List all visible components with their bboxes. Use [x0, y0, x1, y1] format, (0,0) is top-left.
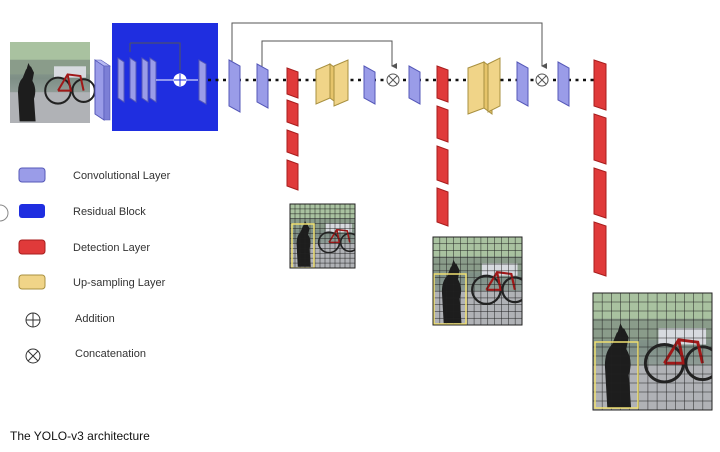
input-photo-icon [8, 40, 96, 125]
conv-layer [557, 61, 570, 107]
conv-layer [198, 59, 207, 105]
conv-layer [256, 63, 269, 109]
output-grid-photo-icon [290, 204, 355, 268]
times-circle-icon [386, 73, 400, 87]
detection-layer-scale-3 [593, 59, 607, 277]
legend-label-addition: Addition [75, 313, 115, 325]
conv-layer [94, 59, 111, 121]
plus-circle-icon [25, 312, 41, 328]
legend-swatch-upsample [18, 274, 46, 290]
diagram-caption: The YOLO-v3 architecture [10, 429, 150, 443]
times-circle-icon [535, 73, 549, 87]
edge-arc [0, 204, 9, 222]
legend-swatch-residual [19, 204, 45, 218]
legend-label-residual: Residual Block [73, 206, 146, 218]
legend-label-upsample: Up-sampling Layer [73, 277, 166, 289]
conv-layer [117, 57, 157, 103]
detection-layer-scale-1 [286, 67, 299, 191]
legend-swatch-detection [18, 239, 46, 255]
upsample-layer [467, 57, 501, 115]
legend: Convolutional Layer Residual Block Detec… [18, 167, 171, 364]
conv-layer [228, 59, 241, 113]
detection-layer-scale-2 [436, 65, 449, 227]
legend-label-conv: Convolutional Layer [73, 170, 171, 182]
output-grid-photo-icon [593, 293, 712, 410]
legend-label-concatenation: Concatenation [75, 348, 146, 360]
conv-layer [363, 65, 376, 105]
conv-layer [408, 65, 421, 105]
times-circle-icon [25, 348, 41, 364]
conv-layer [516, 61, 529, 107]
legend-swatch-conv [18, 167, 46, 183]
output-grid-photo-icon [433, 237, 522, 325]
plus-circle-icon [173, 73, 187, 87]
legend-label-detection: Detection Layer [73, 242, 150, 254]
upsample-layer [315, 59, 349, 107]
skip-connections [129, 22, 547, 72]
